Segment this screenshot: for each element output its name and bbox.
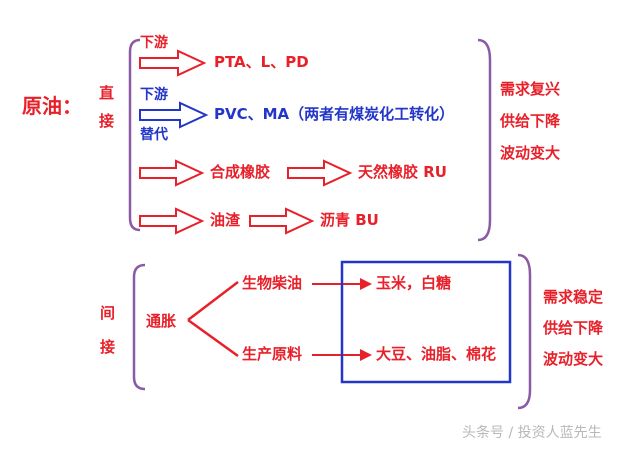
biodiesel-label: 生物柴油: [242, 274, 303, 292]
indirect-label-bottom: 接: [100, 338, 116, 356]
natural-rubber-ru-label: 天然橡胶 RU: [358, 163, 447, 181]
arrow-synthetic-rubber: [139, 159, 205, 187]
direct-label-bottom: 接: [99, 112, 115, 130]
indirect-note-volatility: 波动变大: [543, 350, 604, 368]
branch-line-bottom: [187, 318, 239, 358]
downstream-tag: 下游: [140, 35, 168, 51]
arrow-head-biodiesel: [360, 278, 372, 290]
indirect-note-supply: 供给下降: [543, 319, 604, 337]
crude-oil-title: 原油：: [22, 94, 82, 118]
arrow-residue-to-asphalt: [249, 207, 315, 235]
corn-sugar-label: 玉米，白糖: [376, 274, 452, 292]
arrow-downstream: [139, 49, 207, 77]
downstream-substitute-tag-bottom: 替代: [140, 127, 168, 143]
soy-oil-cotton-label: 大豆、油脂、棉花: [376, 345, 497, 363]
arrow-head-raw-material: [360, 349, 372, 361]
arrow-residue: [139, 207, 205, 235]
indirect-label-top: 间: [100, 304, 116, 322]
indirect-note-demand: 需求稳定: [543, 288, 604, 306]
pvc-ma-label: PVC、MA（两者有煤炭化工转化）: [214, 105, 455, 123]
downstream-substitute-tag-top: 下游: [140, 87, 168, 103]
inflation-hub-label: 通胀: [146, 312, 177, 330]
direct-label-top: 直: [99, 84, 115, 102]
direct-right-bracket: [477, 38, 492, 242]
pta-l-pd-label: PTA、L、PD: [214, 53, 309, 71]
oil-residue-label: 油渣: [210, 211, 241, 229]
branch-line-top: [187, 281, 239, 321]
direct-left-bracket: [128, 38, 141, 232]
arrow-rubber-to-natural: [287, 159, 353, 187]
watermark-text: 头条号 / 投资人蓝先生: [462, 425, 602, 441]
direct-note-supply: 供给下降: [500, 112, 561, 130]
arrow-substitute: [139, 101, 209, 129]
direct-note-demand: 需求复兴: [500, 80, 561, 98]
agri-products-box: [340, 260, 512, 384]
direct-note-volatility: 波动变大: [500, 144, 561, 162]
indirect-right-bracket: [517, 253, 532, 410]
asphalt-bu-label: 沥青 BU: [320, 211, 379, 229]
raw-material-label: 生产原料: [242, 345, 303, 363]
synthetic-rubber-label: 合成橡胶: [210, 163, 271, 181]
indirect-left-bracket: [132, 263, 146, 391]
